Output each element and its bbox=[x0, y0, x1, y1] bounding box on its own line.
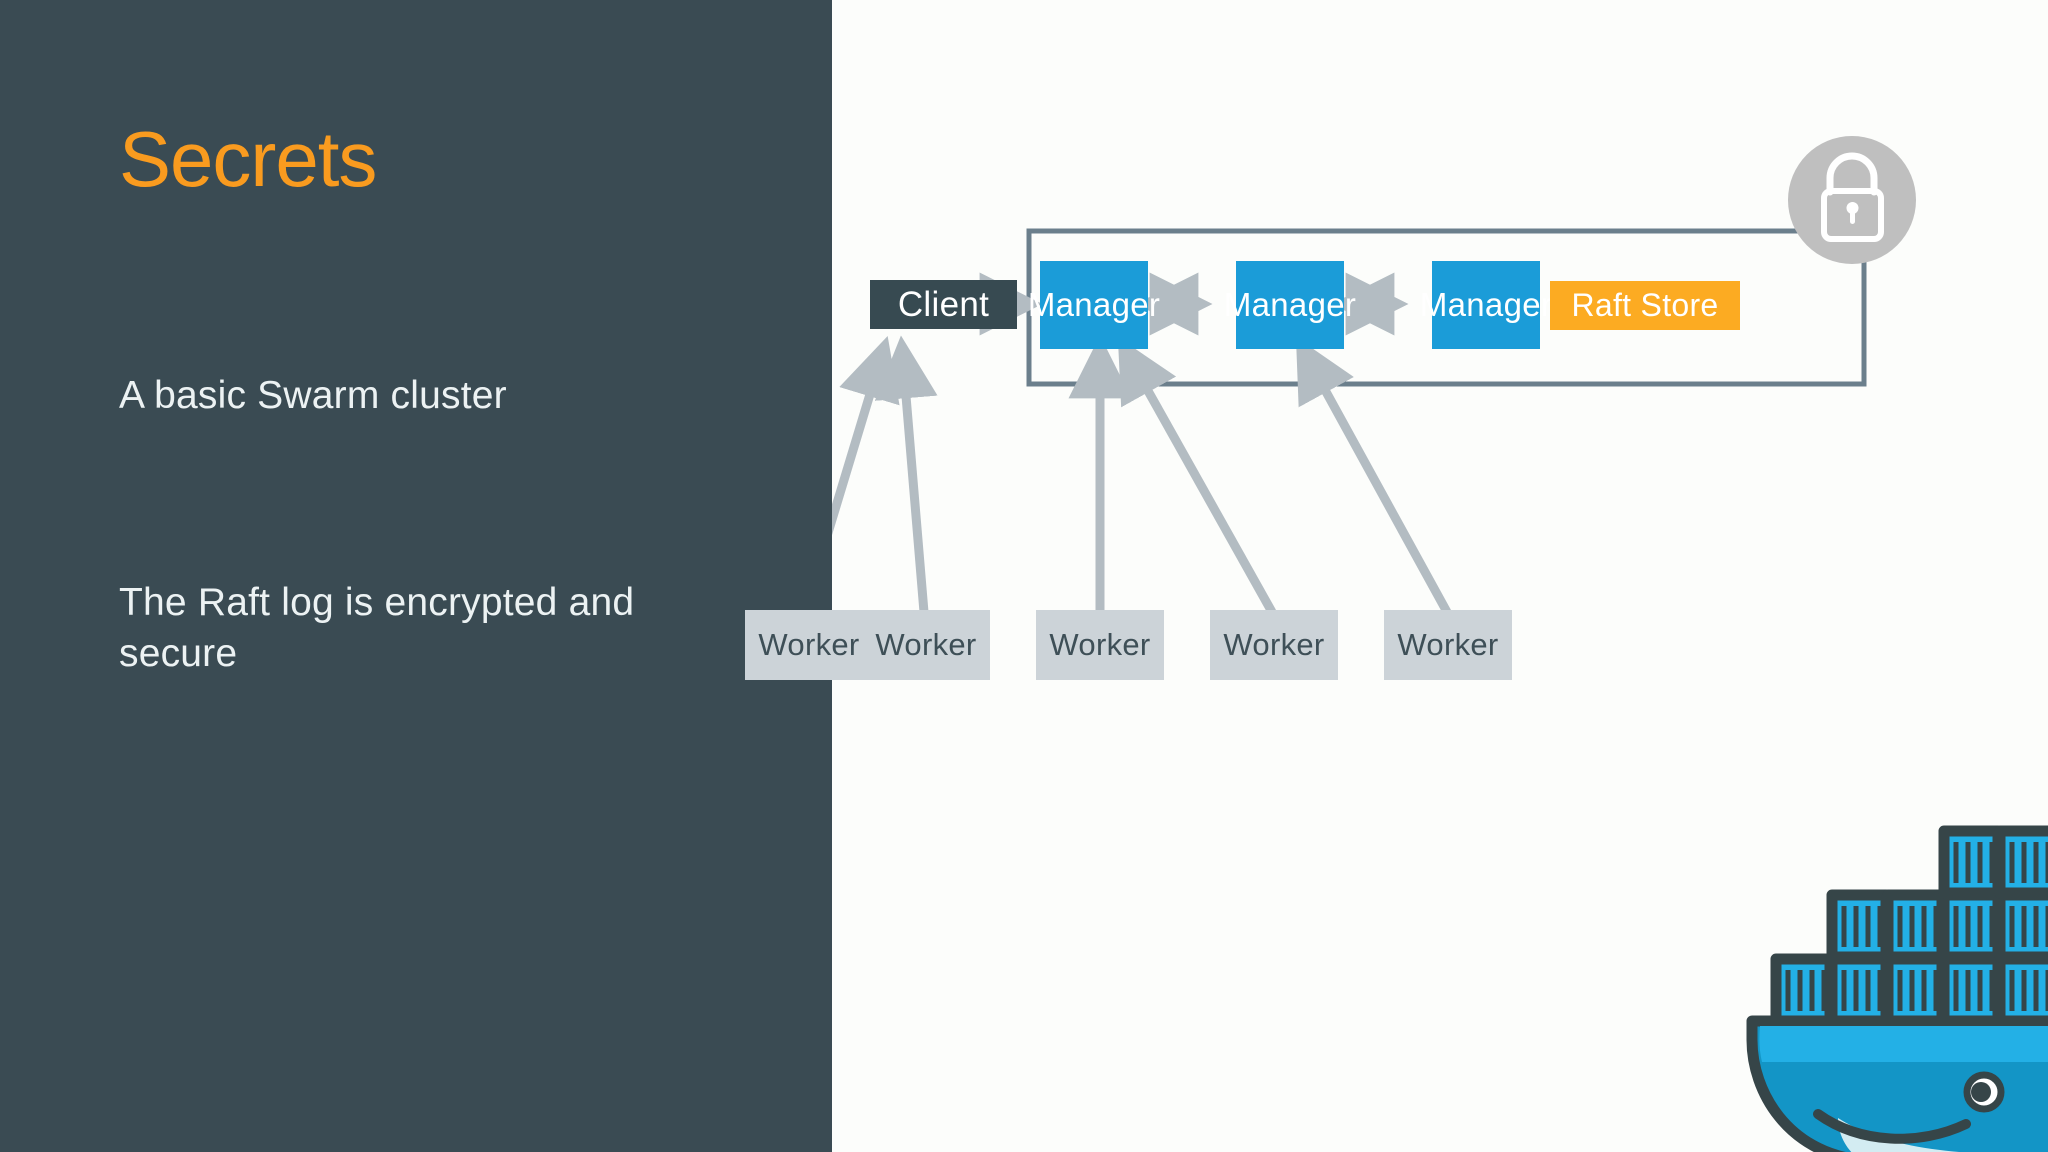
swarm-architecture-diagram: Client Manager Manager Manager Raft Stor… bbox=[745, 0, 2048, 1152]
node-raft-store-label: Raft Store bbox=[1571, 287, 1719, 323]
node-worker-1[interactable]: Worker bbox=[745, 610, 873, 680]
node-manager-2-label: Manager bbox=[1223, 286, 1357, 323]
docker-whale-logo bbox=[1740, 800, 2048, 1152]
node-manager-1-label: Manager bbox=[1027, 286, 1161, 323]
node-manager-3[interactable]: Manager bbox=[1420, 261, 1552, 349]
node-manager-3-label: Manager bbox=[1419, 286, 1553, 323]
node-worker-2-label: Worker bbox=[875, 627, 977, 662]
node-client-label: Client bbox=[897, 284, 990, 324]
node-manager-2[interactable]: Manager bbox=[1224, 261, 1356, 349]
node-worker-2[interactable]: Worker bbox=[862, 610, 990, 680]
node-raft-store[interactable]: Raft Store bbox=[1550, 281, 1740, 330]
node-client[interactable]: Client bbox=[870, 280, 1017, 329]
edge-worker2-manager1 bbox=[874, 335, 938, 613]
left-panel: Secrets A basic Swarm cluster The Raft l… bbox=[0, 0, 832, 1152]
body-text-line-2: The Raft log is encrypted and secure bbox=[119, 581, 635, 675]
node-worker-3[interactable]: Worker bbox=[1036, 610, 1164, 680]
edge-worker1-manager1 bbox=[832, 335, 900, 536]
node-worker-1-label: Worker bbox=[758, 627, 860, 662]
node-worker-4[interactable]: Worker bbox=[1210, 610, 1338, 680]
node-worker-4-label: Worker bbox=[1223, 627, 1325, 662]
edge-worker4-manager2 bbox=[1117, 337, 1276, 615]
diagram-connectors bbox=[832, 136, 1916, 615]
node-manager-1[interactable]: Manager bbox=[1028, 261, 1160, 349]
lock-icon bbox=[1788, 136, 1916, 264]
node-worker-5[interactable]: Worker bbox=[1384, 610, 1512, 680]
node-worker-5-label: Worker bbox=[1397, 627, 1499, 662]
node-worker-3-label: Worker bbox=[1049, 627, 1151, 662]
body-text-line-1: A basic Swarm cluster bbox=[119, 374, 507, 417]
page-title: Secrets bbox=[119, 115, 377, 203]
edge-worker5-manager3 bbox=[1295, 336, 1451, 615]
